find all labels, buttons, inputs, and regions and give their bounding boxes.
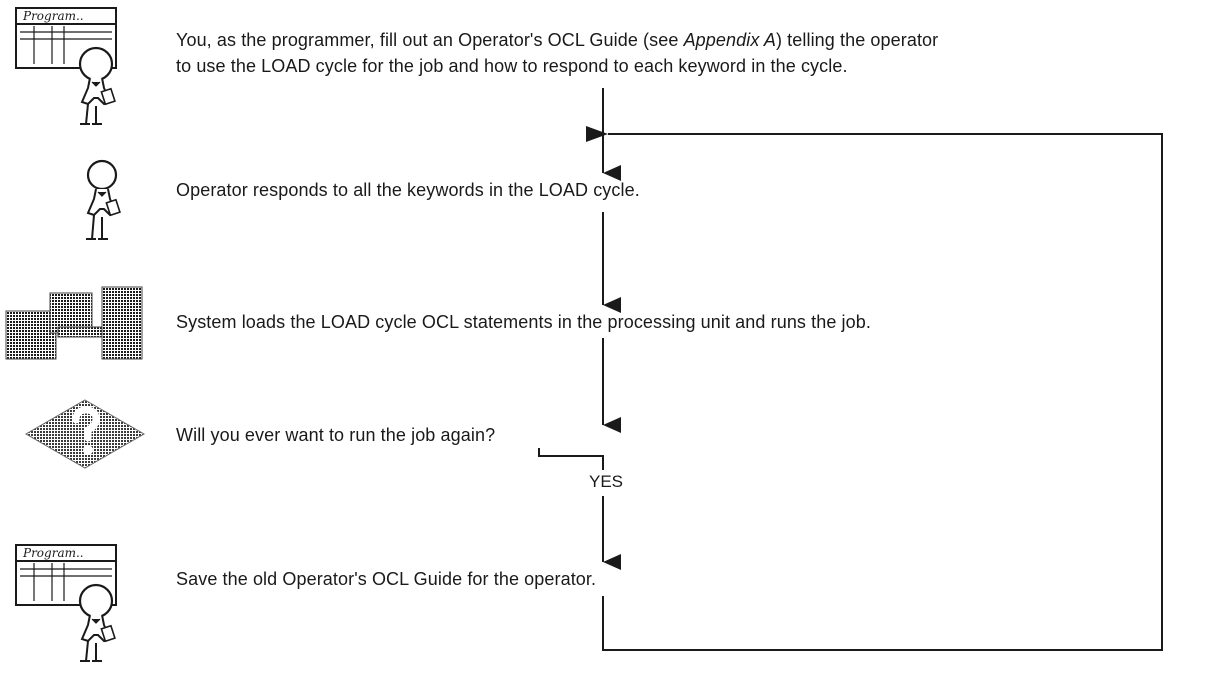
decision-icon [24, 399, 146, 469]
system-icon [5, 286, 143, 360]
step3-text: System loads the LOAD cycle OCL statemen… [176, 312, 871, 332]
yes-branch-label: YES [589, 472, 624, 491]
loop-back-line [586, 126, 1163, 651]
operator-icon [86, 159, 121, 240]
step1-text: You, as the programmer, fill out an Oper… [176, 30, 939, 76]
programmer-sign-text: Program.. [22, 9, 84, 23]
programmer-icon: Program.. [15, 7, 117, 125]
step2-text: Operator responds to all the keywords in… [176, 180, 640, 200]
step4-text: Will you ever want to run the job again? [176, 425, 496, 445]
step5-text: Save the old Operator's OCL Guide for th… [176, 569, 597, 589]
programmer-sign-text: Program.. [22, 546, 84, 560]
branch-connector [538, 448, 604, 470]
programmer-icon: Program.. [15, 544, 117, 662]
